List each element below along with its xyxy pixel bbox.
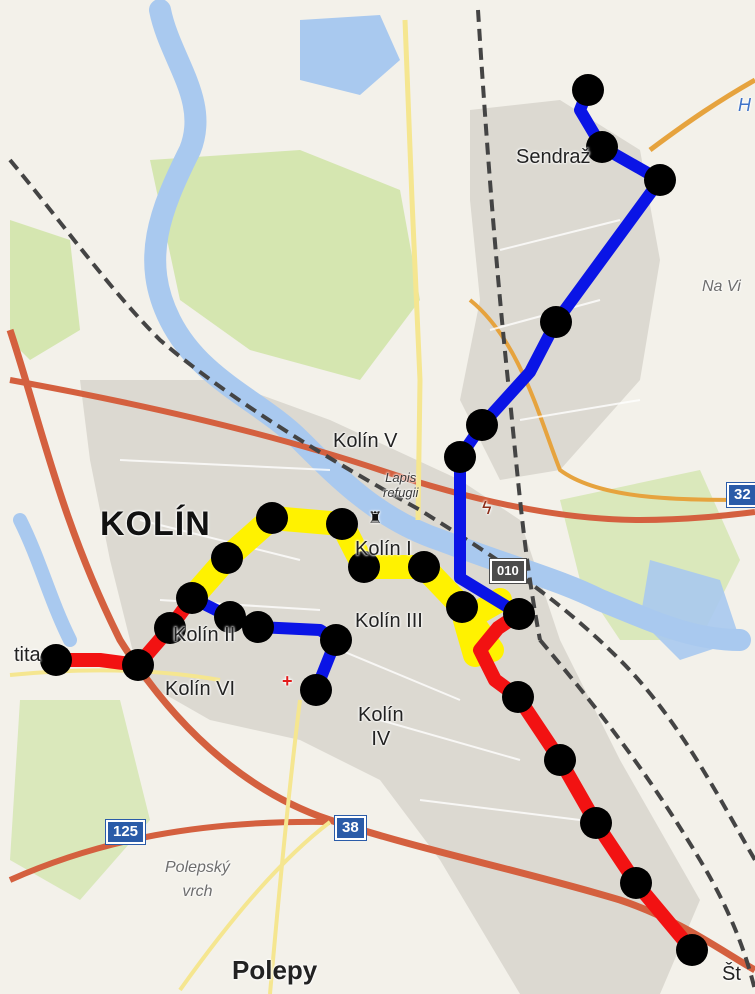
stop-marker[interactable] — [154, 612, 186, 644]
stop-marker[interactable] — [580, 807, 612, 839]
stop-marker[interactable] — [122, 649, 154, 681]
kolin-i-label: Kolín I — [355, 538, 412, 560]
road-shield-32: 32 — [726, 482, 755, 508]
stop-marker[interactable] — [586, 131, 618, 163]
stop-marker[interactable] — [408, 551, 440, 583]
stop-marker[interactable] — [446, 591, 478, 623]
hospital-icon: + — [282, 671, 293, 691]
south-edge-label: Št — [722, 963, 741, 985]
kolin-ii-label: Kolín II — [173, 624, 236, 646]
route-blue — [454, 84, 666, 620]
polepy-label: Polepy — [232, 955, 318, 985]
stop-marker[interactable] — [466, 409, 498, 441]
stop-marker[interactable] — [620, 867, 652, 899]
power-plant-icon: ϟ — [482, 498, 492, 518]
polepsky-vrch-line2: vrch — [182, 883, 213, 900]
kolin-iv-line1: Kolín — [358, 704, 404, 726]
stop-marker[interactable] — [644, 164, 676, 196]
na-vi-label: Na Vi — [702, 278, 741, 295]
kolin-v-label: Kolín V — [333, 430, 398, 452]
road-shield-38: 38 — [334, 815, 367, 841]
stop-marker[interactable] — [348, 551, 380, 583]
stop-marker[interactable] — [300, 674, 332, 706]
stop-marker[interactable] — [320, 624, 352, 656]
stop-marker[interactable] — [211, 542, 243, 574]
kolin-iv-label: Kolín IV — [358, 703, 404, 751]
stop-marker[interactable] — [176, 582, 208, 614]
route-red-south — [473, 607, 699, 957]
stop-marker[interactable] — [214, 601, 246, 633]
stop-marker[interactable] — [444, 441, 476, 473]
kolin-iv-line2: IV — [371, 728, 391, 750]
west-edge-label: tita — [14, 644, 41, 666]
road-shield-010: 010 — [489, 558, 527, 584]
stop-marker[interactable] — [503, 598, 535, 630]
polepsky-vrch-line1: Polepský — [165, 859, 230, 876]
stop-marker[interactable] — [242, 611, 274, 643]
sendrazice-label: Sendraž — [516, 146, 591, 168]
road-shield-125: 125 — [104, 819, 147, 845]
lapis-line2: refugii — [383, 485, 419, 500]
water-edge-label: H — [738, 95, 751, 115]
lapis-line1: Lapis — [385, 470, 417, 485]
city-label: KOLÍN — [100, 505, 211, 543]
stop-marker[interactable] — [544, 744, 576, 776]
stop-marker[interactable] — [502, 681, 534, 713]
stop-marker[interactable] — [540, 306, 572, 338]
stop-marker[interactable] — [40, 644, 72, 676]
stop-marker[interactable] — [256, 502, 288, 534]
kolin-iii-label: Kolín III — [355, 610, 423, 632]
lapis-refugii-label: Lapis refugii — [383, 470, 418, 500]
stop-marker[interactable] — [326, 508, 358, 540]
stop-marker[interactable] — [676, 934, 708, 966]
castle-icon: ♜ — [368, 510, 383, 527]
stop-marker[interactable] — [572, 74, 604, 106]
kolin-vi-label: Kolín VI — [165, 678, 236, 700]
polepsky-vrch-label: Polepský vrch — [165, 856, 230, 904]
